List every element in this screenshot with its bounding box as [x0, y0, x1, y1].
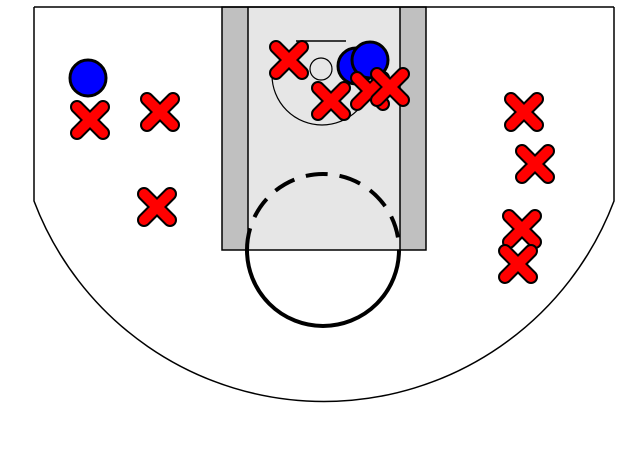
basket-rim	[309, 57, 333, 81]
x-mark-icon	[504, 92, 544, 132]
three-point-line	[33, 7, 615, 403]
free-throw-circle-top-dashed	[245, 172, 401, 251]
circle-marker-icon	[68, 58, 108, 98]
lane-right-block	[400, 7, 426, 250]
lane-left-block	[222, 7, 248, 250]
x-mark-icon	[70, 100, 110, 140]
x-mark-icon	[502, 209, 542, 249]
x-mark-icon	[269, 40, 309, 80]
x-mark-icon	[140, 92, 180, 132]
x-mark-icon	[137, 187, 177, 227]
x-mark-icon	[515, 144, 555, 184]
x-mark-icon	[311, 81, 351, 121]
player-markers	[68, 40, 555, 284]
free-throw-circle-bottom	[245, 249, 401, 328]
x-mark-icon	[498, 244, 538, 284]
x-mark-icon	[370, 67, 410, 107]
